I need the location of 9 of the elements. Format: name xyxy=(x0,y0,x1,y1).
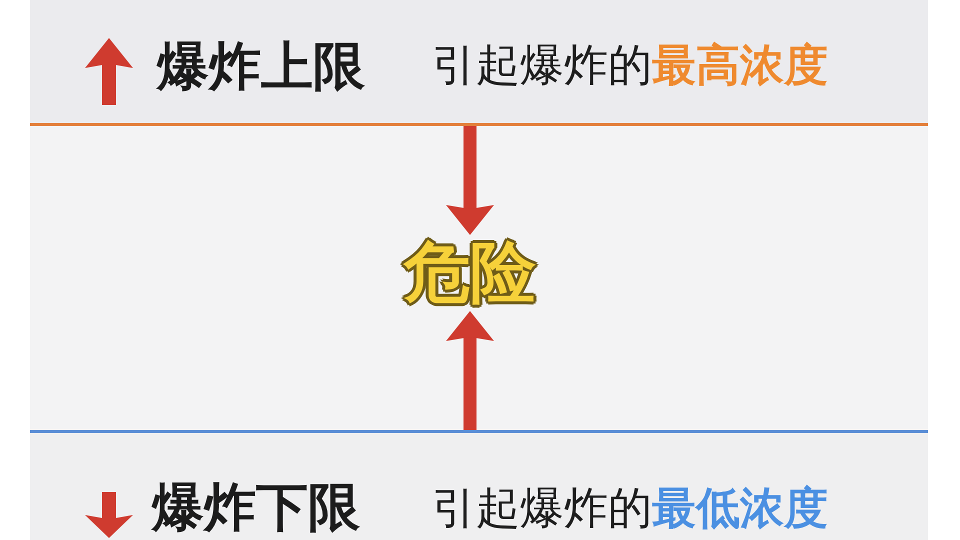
arrow xyxy=(446,126,494,235)
danger-label: 危险 xyxy=(404,235,536,311)
lower-limit-band xyxy=(30,430,928,540)
limit-heading: 爆炸下限 xyxy=(152,477,360,539)
limit-description: 引起爆炸的最高浓度 xyxy=(432,39,828,93)
limit-heading: 爆炸上限 xyxy=(157,36,365,98)
upper-limit-band xyxy=(30,0,928,126)
limit-description: 引起爆炸的最低浓度 xyxy=(432,482,828,536)
arrow xyxy=(446,311,494,430)
